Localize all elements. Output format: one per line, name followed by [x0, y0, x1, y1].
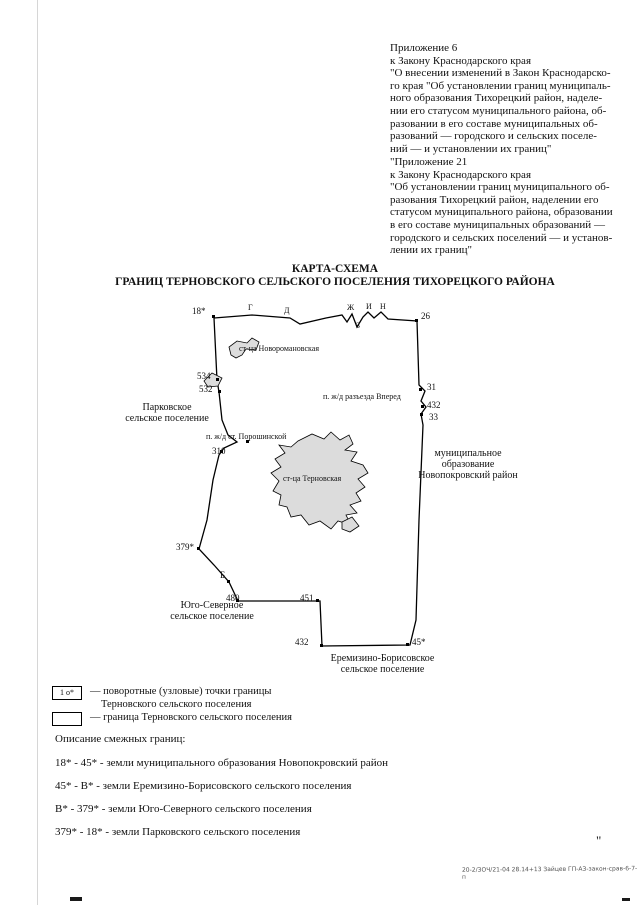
- map-label-point-b: Б: [220, 570, 226, 580]
- map-label-point-480: 480: [226, 593, 240, 603]
- stray-quote-mark: ": [596, 833, 602, 848]
- map-label-point-451: 451: [300, 593, 314, 603]
- map-label-point-31: 31: [427, 382, 436, 392]
- novoromanovskaya-shape: [228, 337, 260, 359]
- map-label-point-zh: Ж: [347, 303, 355, 312]
- map-title-line2: ГРАНИЦ ТЕРНОВСКОГО СЕЛЬСКОГО ПОСЕЛЕНИЯ Т…: [115, 276, 555, 288]
- map-label-point-18: 18*: [192, 306, 206, 316]
- map-label-point-379: 379*: [176, 542, 194, 552]
- map-label-point-26: 26: [421, 311, 430, 321]
- map-label-novoromanovskaya: ст-ца Новоромановская: [239, 344, 320, 353]
- map-label-point-310: 310: [212, 446, 226, 456]
- legend-border-text: — граница Терновского сельского поселени…: [90, 712, 292, 723]
- scan-artifact-bottom-left: [70, 897, 82, 901]
- map-label-point-432-bottom: 432: [295, 637, 309, 647]
- ternovskaya-shape-tail: [341, 516, 360, 533]
- footer-registration-note: 20-2/ЗОЧ/21-04 28.14+13 Зайцев ГП-АЗ-зак…: [461, 865, 638, 881]
- parcel-534-shape: [203, 372, 223, 388]
- legend-point-text-line2: Терновского сельского поселения: [101, 699, 252, 710]
- legend-border-symbol: [52, 712, 82, 726]
- map-label-point-33: 33: [429, 412, 438, 422]
- map-label-point-g: Г: [248, 303, 253, 312]
- map-label-point-n: Н: [380, 302, 386, 311]
- description-line-1: 18* - 45* - земли муниципального образов…: [55, 757, 388, 769]
- description-line-4: 379* - 18* - земли Парковского сельского…: [55, 826, 301, 838]
- adjacent-borders-description: Описание смежных границ: 18* - 45* - зем…: [55, 733, 595, 849]
- map-label-point-45: 45*: [412, 637, 426, 647]
- map-label-point-532: 532: [199, 384, 213, 394]
- map-label-vpered-station: п. ж/д разъезда Вперед: [323, 392, 401, 401]
- description-line-2: 45* - В* - земли Еремизино-Борисовского …: [55, 780, 352, 792]
- map-label-point-534: 534: [197, 371, 211, 381]
- boundary-node-markers: [197, 315, 424, 647]
- map-title: КАРТА-СХЕМА ГРАНИЦ ТЕРНОВСКОГО СЕЛЬСКОГО…: [30, 263, 640, 289]
- appendix-6-text: Приложение 6 к Закону Краснодарского кра…: [390, 42, 611, 155]
- map-label-yugo-severnoe-settlement: Юго-Северное сельское поселение: [170, 600, 254, 622]
- description-line-3: В* - 379* - земли Юго-Северного сельског…: [55, 803, 312, 815]
- legend-point-text-line1: — поворотные (узловые) точки границы: [90, 686, 272, 697]
- map-label-point-d: Д: [284, 306, 290, 315]
- map-label-point-i: И: [366, 302, 372, 311]
- description-heading: Описание смежных границ:: [55, 733, 186, 745]
- map-title-line1: КАРТА-СХЕМА: [291, 263, 379, 275]
- map-label-parkovskoe-settlement: Парковское сельское поселение: [125, 402, 209, 424]
- scan-artifact-bottom-right: [622, 898, 630, 901]
- appendix-21-text: "Приложение 21 к Закону Краснодарского к…: [390, 156, 613, 257]
- map-label-eremizino-settlement: Еремизино-Борисовское сельское поселение: [330, 653, 435, 675]
- map-label-ternovskaya: ст-ца Терновская: [283, 474, 342, 483]
- legend-point-symbol: 1 о*: [52, 686, 82, 700]
- map-label-poroshinskoy-station: п. ж/д ст. Порошинской: [206, 432, 287, 441]
- map-label-point-432-right: 432: [427, 400, 441, 410]
- map-label-point-z: З: [356, 321, 361, 330]
- scan-edge-line: [37, 0, 38, 905]
- map-label-novopokrovsky-district: муниципальное образование Новопокровский…: [418, 448, 518, 481]
